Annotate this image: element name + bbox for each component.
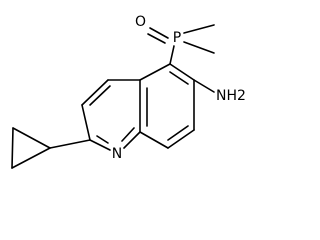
chemical-structure-diagram: O P NH2 N: [11, 14, 246, 169]
pyridine-ring: [81, 79, 141, 151]
bond-p-methyl-down: [183, 41, 215, 54]
bond-p-o: [149, 27, 169, 39]
bond-c7-c8-inner: [167, 125, 189, 141]
bond-c2-n1-inner: [96, 135, 109, 144]
bond-c3-c4-inner: [89, 85, 111, 106]
bond-c2-c3: [81, 104, 91, 141]
bond-c5-p: [169, 45, 175, 65]
phosphorus-atom-label: P: [173, 30, 181, 46]
bond-cyclopropyl-c: [11, 147, 51, 169]
bond-c3-c4: [81, 79, 109, 106]
bond-c6-amine: [193, 79, 215, 93]
bond-c2-cyclopropyl: [49, 139, 91, 149]
bond-c7-c8: [167, 129, 195, 149]
cyclopropyl-group: [11, 127, 91, 169]
bond-cyclopropyl-b: [11, 127, 14, 169]
oxygen-atom-label: O: [135, 14, 146, 30]
bond-c5-c6: [169, 63, 195, 81]
ring-nitrogen-label: N: [112, 146, 122, 162]
bond-c8-c8a: [139, 131, 169, 149]
bond-n1-c2: [89, 139, 111, 151]
amine-group-label: NH2: [216, 88, 246, 104]
benzene-ring: [139, 63, 195, 149]
bond-p-o-second: [147, 33, 166, 44]
bond-c5-c6-inner: [169, 71, 189, 85]
bond-cyclopropyl-a: [12, 127, 51, 149]
dimethylphosphoryl-group: [147, 24, 215, 65]
bond-c4a-c5: [139, 63, 171, 81]
bond-c8a-n1: [123, 131, 141, 149]
bond-p-methyl-up: [183, 24, 215, 34]
bond-c8a-n1-inner: [121, 127, 135, 142]
